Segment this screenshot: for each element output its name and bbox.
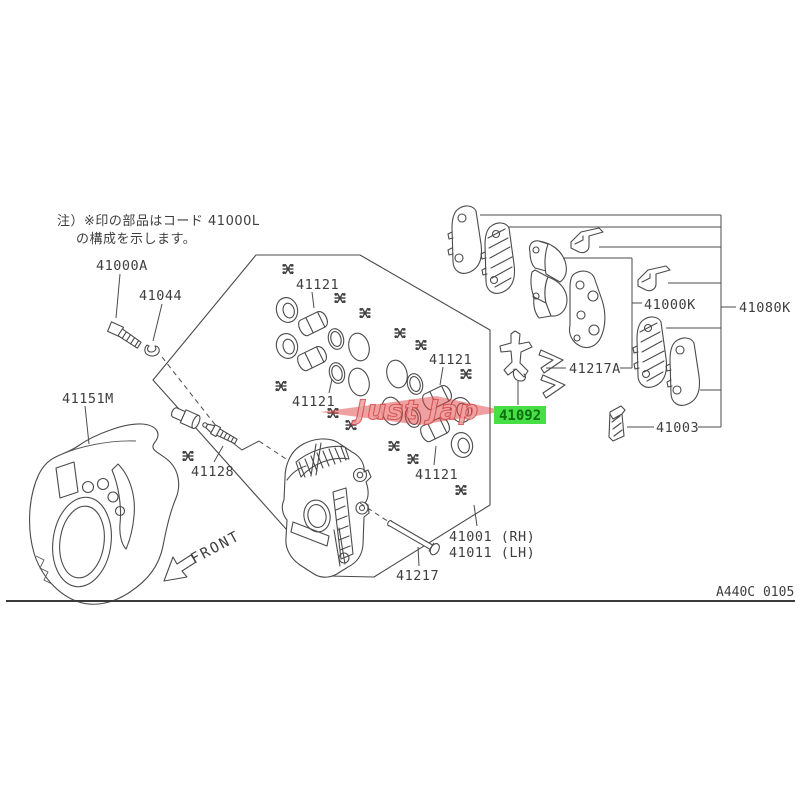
label-41121-3: 41121 <box>429 352 472 368</box>
leader-41151M <box>84 405 90 445</box>
leader-41001 <box>473 504 478 527</box>
leader-41121-3 <box>439 366 444 386</box>
part-brake-pad <box>529 240 568 319</box>
drawing-code: A440C 0105 <box>716 585 794 600</box>
front-arrow-icon <box>163 554 197 582</box>
part-wear-indicator <box>608 405 626 442</box>
pin-line-dashed <box>359 502 390 523</box>
note-line-2: の構成を示します。 <box>76 232 196 247</box>
part-banjo-bolt <box>107 321 142 349</box>
part-pad-backplate <box>568 270 606 349</box>
part-bleeder-screw <box>202 422 238 445</box>
label-41000K: 41000K <box>644 297 696 313</box>
part-support-clip <box>499 330 533 382</box>
part-plug <box>171 407 201 429</box>
part-inner-shim-2 <box>632 316 668 388</box>
leader-41121-1 <box>311 291 315 309</box>
part-outer-shim <box>447 205 483 274</box>
asterisk-mark <box>454 484 468 496</box>
part-inner-shim <box>480 222 516 294</box>
label-41121-1: 41121 <box>296 277 339 293</box>
asterisk-mark <box>414 339 428 351</box>
watermark: Just Jap <box>320 394 506 427</box>
label-41001-rh: 41001 (RH) <box>449 529 535 545</box>
label-41000A: 41000A <box>96 258 148 274</box>
bracket-lines <box>480 214 736 428</box>
asterisk-mark <box>181 450 195 462</box>
part-washer <box>144 344 160 357</box>
highlight-box <box>494 406 546 424</box>
label-41121-2: 41121 <box>292 394 335 410</box>
label-41151M: 41151M <box>62 391 114 407</box>
part-pad-spring <box>538 349 566 399</box>
part-pad-clip-top <box>570 227 604 254</box>
leader-41000A <box>115 273 121 319</box>
label-41044: 41044 <box>139 288 182 304</box>
leader-41217 <box>417 546 420 567</box>
assembly-line-dashed-2 <box>258 440 287 460</box>
asterisk-mark <box>406 453 420 465</box>
label-41217: 41217 <box>396 568 439 584</box>
front-indicator: FRONT <box>163 528 243 582</box>
part-pad-clip-right <box>637 265 671 292</box>
assembly-line-dashed <box>161 356 225 437</box>
asterisk-mark <box>281 263 295 275</box>
label-41011-lh: 41011 (LH) <box>449 545 535 561</box>
leader-41128 <box>213 445 224 463</box>
leader-41044 <box>152 303 163 342</box>
leader-41121-2 <box>328 378 333 394</box>
watermark-swoosh <box>320 396 506 425</box>
label-41092: 41092 <box>499 408 541 424</box>
asterisk-mark <box>358 307 372 319</box>
asterisk-mark <box>344 419 358 431</box>
front-label: FRONT <box>188 528 243 567</box>
asterisk-mark <box>274 380 288 392</box>
label-41121-4: 41121 <box>415 467 458 483</box>
asterisk-mark <box>393 327 407 339</box>
seal-kit-parts <box>273 294 476 461</box>
part-lock-pin <box>387 520 440 556</box>
asterisk-mark <box>333 292 347 304</box>
leader-41121-4 <box>433 445 437 466</box>
part-outer-shim-2 <box>665 337 701 406</box>
asterisk-mark <box>459 368 473 380</box>
watermark-text: Just Jap <box>351 395 479 426</box>
part-splash-shield <box>29 423 180 605</box>
part-caliper-body <box>281 438 372 578</box>
note-line-1: 注）※印の部品はコード 41000L <box>57 214 260 229</box>
label-41003: 41003 <box>656 420 699 436</box>
highlighted-label-41092: 41092 <box>494 406 546 424</box>
asterisk-mark <box>387 440 401 452</box>
label-41217A: 41217A <box>569 361 621 377</box>
label-41080K: 41080K <box>739 300 791 316</box>
label-41128: 41128 <box>191 464 234 480</box>
